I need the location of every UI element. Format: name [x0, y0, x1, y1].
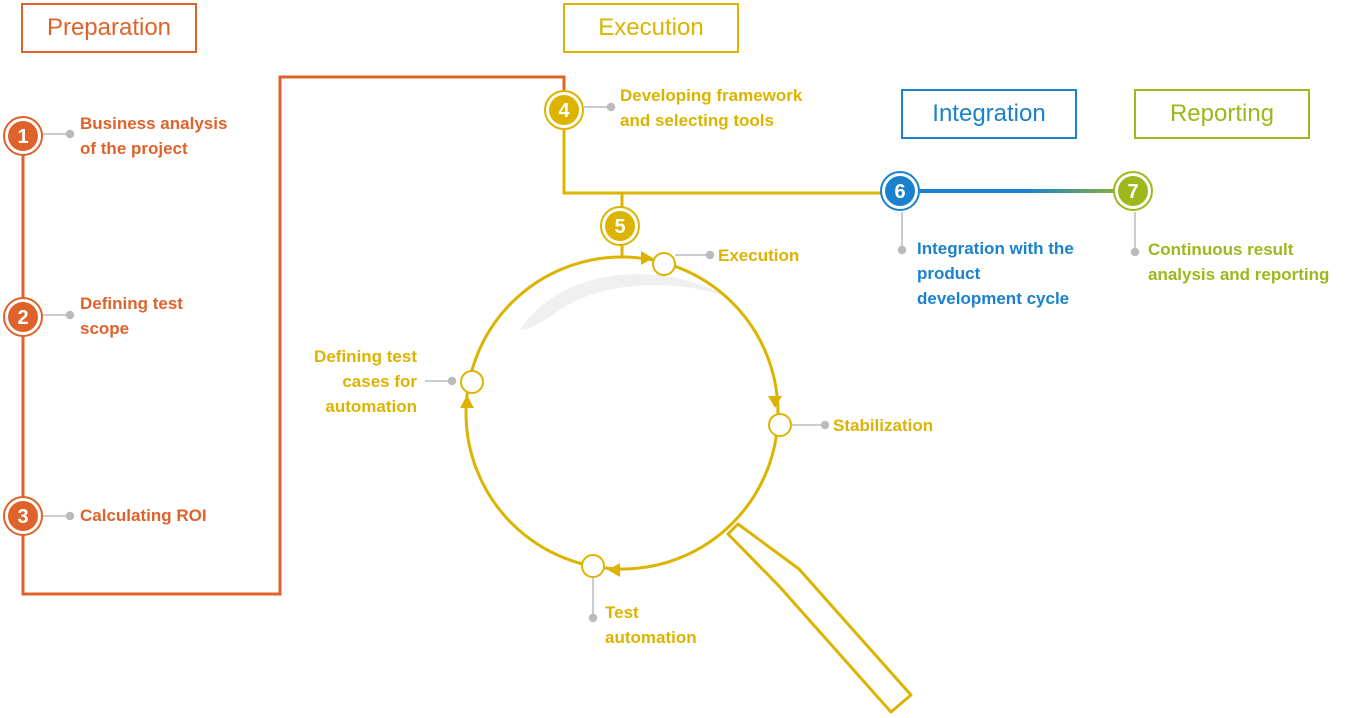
step-badge-3: 3	[3, 496, 43, 536]
cycle-node-test-automation	[581, 554, 605, 578]
arrow-to-execution	[641, 251, 653, 265]
svg-text:1: 1	[17, 126, 28, 148]
step-badge-5: 5	[600, 206, 640, 246]
arrow-to-stabilization	[768, 396, 782, 408]
magnifier-handle	[726, 522, 913, 714]
lens-sheen	[520, 274, 730, 330]
arrow-to-test-automation	[608, 563, 620, 577]
step-3-label: Calculating ROI	[80, 506, 207, 525]
step-badge-1: 1	[3, 116, 43, 156]
step-badge-7: 7	[1113, 171, 1153, 211]
cycle-node-defining-cases	[460, 370, 484, 394]
step-badge-6: 6	[880, 171, 920, 211]
phase-preparation: Preparation	[21, 3, 197, 53]
svg-text:3: 3	[17, 506, 28, 528]
svg-text:7: 7	[1127, 181, 1138, 203]
step-badge-2: 2	[3, 297, 43, 337]
step-badge-4: 4	[544, 90, 584, 130]
phase-execution: Execution	[563, 3, 739, 53]
svg-text:6: 6	[894, 181, 905, 203]
svg-text:5: 5	[614, 216, 625, 238]
cycle-node-stabilization	[768, 413, 792, 437]
execution-path	[562, 110, 900, 195]
svg-text:2: 2	[17, 307, 28, 329]
phase-integration: Integration	[901, 89, 1077, 139]
cycle-node-execution	[652, 252, 676, 276]
arrow-to-defining-cases	[460, 395, 474, 408]
phase-reporting: Reporting	[1134, 89, 1310, 139]
leader-lines	[42, 102, 1140, 623]
svg-text:4: 4	[558, 100, 570, 122]
cycle-execution-label: Execution	[718, 246, 800, 265]
cycle-stabilization-label: Stabilization	[833, 416, 934, 435]
magnifier-lens	[464, 255, 780, 571]
